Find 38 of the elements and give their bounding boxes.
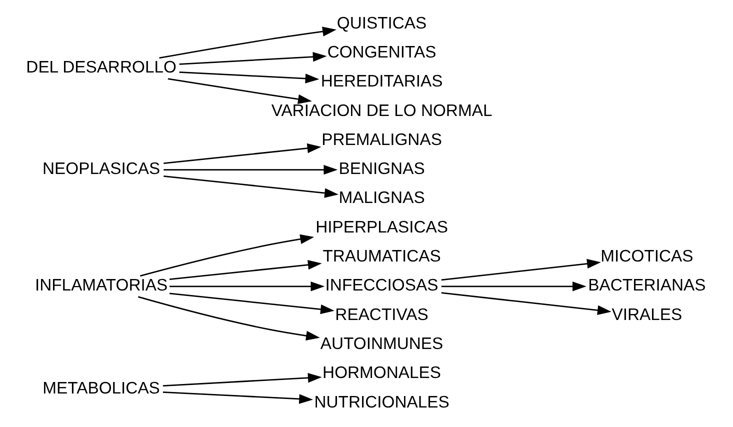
node-text: CONGENITAS xyxy=(327,42,436,62)
arrow xyxy=(164,175,338,198)
node-text: HEREDITARIAS xyxy=(320,72,443,91)
arrow xyxy=(162,372,322,387)
node-text: NUTRICIONALES xyxy=(314,392,450,412)
node-text: HORMONALES xyxy=(322,363,442,382)
node-text: INFLAMATORIAS xyxy=(34,276,168,295)
node-text: HIPERPLASICAS xyxy=(316,217,448,236)
arrow xyxy=(138,296,320,341)
arrow xyxy=(168,78,312,104)
node-text: BENIGNAS xyxy=(338,159,425,178)
node-text: MALIGNAS xyxy=(338,188,425,208)
arrow xyxy=(159,26,336,59)
arrow xyxy=(179,52,327,65)
node-text: BACTERIANAS xyxy=(588,276,706,295)
node-text: QUISTICAS xyxy=(336,13,427,32)
node-text: INFECCIOSAS xyxy=(325,276,438,295)
node-text: MICOTICAS xyxy=(600,246,694,266)
arrow xyxy=(170,292,334,314)
node-text: PREMALIGNAS xyxy=(322,130,442,149)
arrow xyxy=(170,260,322,280)
node-text: NEOPLASICAS xyxy=(42,159,160,178)
arrow xyxy=(179,72,320,84)
arrow xyxy=(441,292,612,316)
arrow xyxy=(164,164,338,175)
node-text: TRAUMATICAS xyxy=(322,246,441,266)
node-text: REACTIVAS xyxy=(335,304,428,324)
arrow xyxy=(441,282,586,292)
node-text: VIRALES xyxy=(612,304,682,324)
arrow xyxy=(162,391,314,404)
node-text: DEL DESARROLLO xyxy=(26,58,176,77)
node-text: VARIACION DE LO NORMAL xyxy=(271,100,492,120)
arrow xyxy=(170,282,325,292)
arrow xyxy=(140,234,314,277)
arrow xyxy=(164,143,322,164)
arrow xyxy=(441,258,601,281)
node-text: METABOLICAS xyxy=(42,378,160,398)
node-text: AUTOINMUNES xyxy=(320,334,444,354)
